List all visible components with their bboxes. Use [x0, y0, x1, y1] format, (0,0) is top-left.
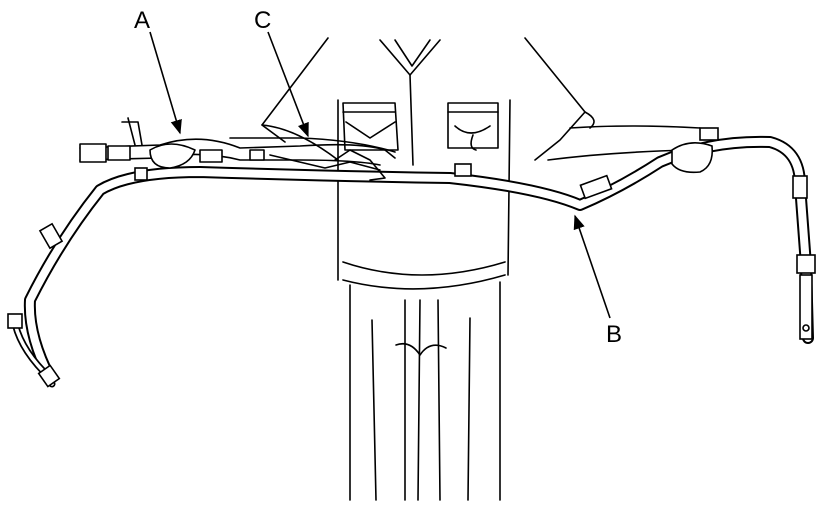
harness-clips — [7, 163, 816, 388]
callout-leaders — [149, 31, 611, 319]
callout-label-c: C — [254, 7, 271, 34]
callout-label-b: B — [606, 321, 622, 348]
leader-c — [267, 31, 309, 138]
right-hand — [671, 127, 719, 174]
leader-b — [573, 214, 611, 319]
harness-a-bundle — [79, 117, 396, 181]
technician-figure — [261, 37, 701, 501]
callout-label-a: A — [134, 7, 150, 34]
harness-b — [10, 135, 814, 388]
leader-a — [149, 31, 182, 135]
